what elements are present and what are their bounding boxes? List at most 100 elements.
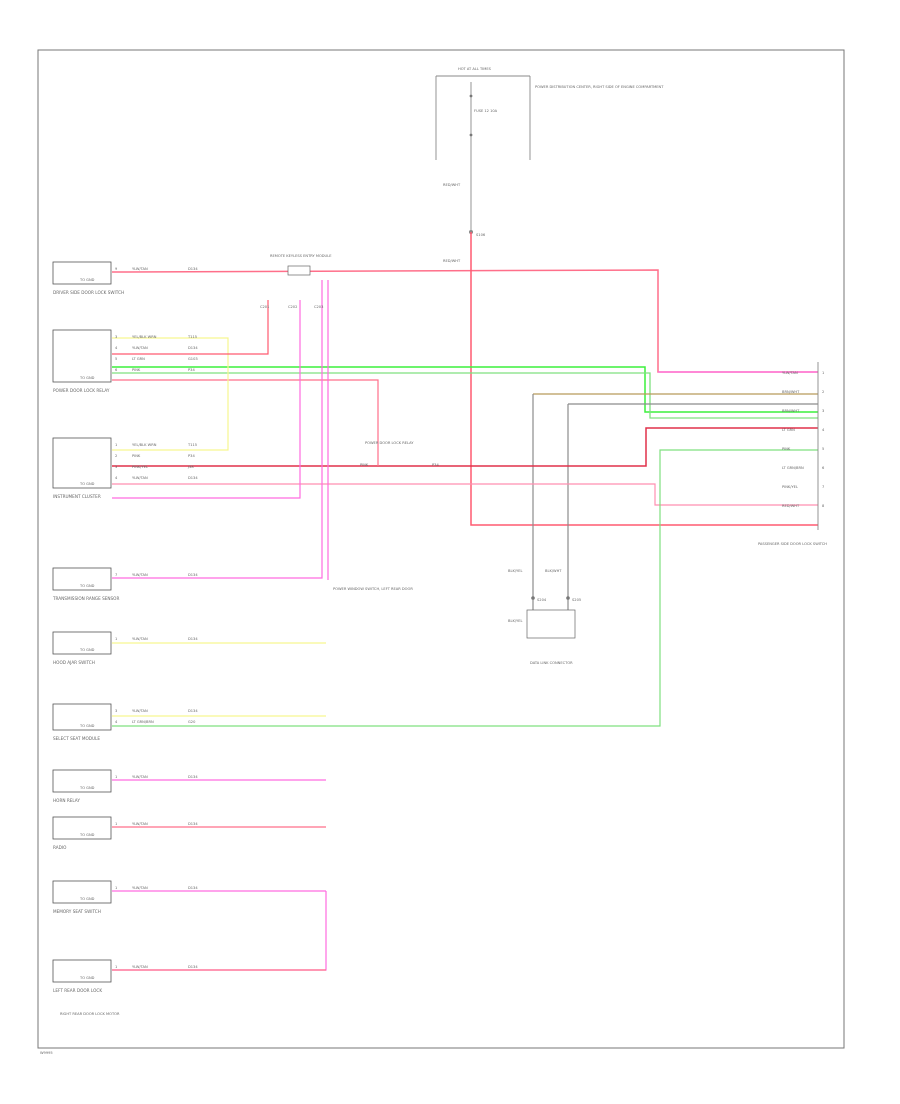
pin-wire: YLW/TAN	[132, 267, 148, 271]
pin-wire: YLW/TAN	[132, 637, 148, 641]
component-name: HOOD AJAR SWITCH	[53, 660, 95, 665]
right-pin: PINK/YEL 7	[782, 485, 824, 489]
component-name: MEMORY SEAT SWITCH	[53, 909, 101, 914]
right-pin-wire: BRN/WHT	[782, 409, 800, 413]
wire-group	[111, 232, 819, 971]
wire-lt-green	[112, 449, 818, 727]
pin-number: 4	[115, 346, 118, 350]
right-pin-number: 2	[822, 390, 824, 394]
fuse-terminal	[469, 133, 473, 137]
connector-body	[287, 265, 311, 276]
right-pin-wire: LT GRN/BRN	[782, 466, 804, 470]
pin-number: 1	[115, 965, 117, 969]
right-pin-wire: LT GRN	[782, 428, 795, 432]
pin-circuit: T115	[187, 443, 197, 447]
wire-pink-yel	[112, 483, 818, 506]
component-box	[52, 880, 112, 904]
component-box	[52, 959, 112, 983]
splice-circuit: P34	[432, 463, 439, 467]
component-ground: TO GND	[79, 482, 95, 486]
right-pin-wire: BRN/WHT	[782, 390, 800, 394]
component-name: SELECT SEAT MODULE	[53, 736, 100, 741]
wire-yellow	[112, 337, 229, 451]
wire-a-label: BLK/YEL	[508, 569, 523, 573]
component-name: DRIVER SIDE DOOR LOCK SWITCH	[53, 290, 124, 295]
pin-number: 3	[115, 465, 117, 469]
lower-note: POWER WINDOW SWITCH, LEFT REAR DOOR	[333, 587, 413, 591]
diagram-frame	[37, 49, 845, 1049]
component-name: TRANSMISSION RANGE SENSOR	[52, 596, 119, 601]
right-pin-wire: RED/WHT	[782, 504, 800, 508]
center-connector-label: REMOTE KEYLESS ENTRY MODULE	[270, 254, 332, 258]
center-connector: REMOTE KEYLESS ENTRY MODULE C201 C202 C2…	[260, 254, 332, 309]
component-name: HORN RELAY	[53, 798, 80, 803]
data-link-section: S204 S205 BLK/YEL BLK/WHT BLK/YEL BLK/WH…	[508, 569, 581, 665]
pin-wire: YEL/BLK WRN	[132, 335, 157, 339]
wire-pink-lower	[112, 300, 301, 499]
fuse-label: FUSE 12 10A	[474, 109, 498, 113]
wire-red-mid-2	[112, 379, 379, 466]
right-pin-number: 7	[822, 485, 824, 489]
pin-number: 6	[115, 368, 118, 372]
pin-circuit: D134	[188, 267, 198, 271]
wire-red-feed	[470, 232, 818, 526]
splice-s204	[531, 596, 535, 600]
pin-number: 3	[115, 335, 117, 339]
pin-number: 1	[115, 443, 117, 447]
splice-b-label: S205	[572, 598, 581, 602]
splice-wire: PINK	[360, 463, 369, 467]
pin-circuit: T115	[187, 335, 197, 339]
pin-circuit: D134	[188, 637, 198, 641]
fuse-terminal	[469, 94, 473, 98]
pin-wire: YLW/TAN	[132, 965, 148, 969]
power-wire-2: RED/WHT	[443, 259, 461, 263]
splice-a-label: S204	[537, 598, 547, 602]
top-power-section: HOT AT ALL TIMES FUSE 12 10A POWER DISTR…	[435, 67, 664, 263]
pin-number: 4	[115, 476, 118, 480]
wire-green	[112, 366, 818, 413]
pin-number: 4	[115, 720, 118, 724]
wire-red-bus	[111, 269, 818, 373]
component-ground: TO GND	[79, 897, 95, 901]
right-pin-number: 5	[822, 447, 824, 451]
power-wire-1: RED/WHT	[443, 183, 461, 187]
splice-label: S106	[476, 233, 486, 237]
pin-wire: YLW/TAN	[132, 709, 148, 713]
pin-number: 9	[115, 267, 118, 271]
pin-wire: PINK/YEL	[132, 465, 148, 469]
right-pin-number: 8	[822, 504, 825, 508]
power-note: POWER DISTRIBUTION CENTER, RIGHT SIDE OF…	[535, 85, 664, 89]
bottom-note: RIGHT REAR DOOR LOCK MOTOR	[60, 1012, 120, 1016]
right-pin-wire: PINK/YEL	[782, 485, 798, 489]
right-pin-number: 1	[822, 371, 824, 375]
component-box	[52, 703, 112, 731]
pin-wire: PINK	[132, 454, 141, 458]
component-ground: TO GND	[79, 648, 95, 652]
splice-note: POWER DOOR LOCK RELAY	[365, 441, 414, 445]
wire-pink-vertical	[112, 280, 323, 579]
component-box	[52, 437, 112, 489]
pin-circuit: P34	[188, 368, 195, 372]
component-ground: TO GND	[79, 376, 95, 380]
component-box	[52, 261, 112, 285]
pin-circuit: D134	[188, 709, 198, 713]
wire-c-label: BLK/YEL	[508, 619, 523, 623]
pin-circuit: D134	[188, 346, 198, 350]
pin-wire: YLW/TAN	[132, 886, 148, 890]
right-pin: RED/WHT 8	[782, 504, 825, 508]
pin-number: 5	[115, 357, 117, 361]
pin-wire: PINK	[132, 368, 141, 372]
right-pin-number: 6	[822, 466, 825, 470]
pin-circuit: P34	[188, 454, 195, 458]
